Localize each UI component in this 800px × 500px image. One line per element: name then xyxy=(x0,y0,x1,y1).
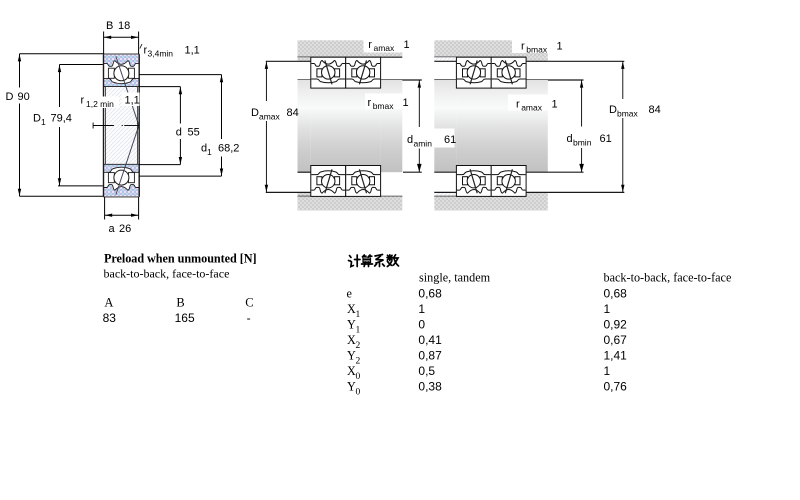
svg-text:1: 1 xyxy=(418,302,425,316)
svg-text:0,76: 0,76 xyxy=(604,380,628,394)
svg-text:84: 84 xyxy=(649,104,661,116)
svg-text:B: B xyxy=(106,20,113,32)
svg-text:0,68: 0,68 xyxy=(604,287,628,301)
svg-text:1,1: 1,1 xyxy=(125,95,140,107)
svg-text:A: A xyxy=(104,295,113,309)
svg-text:1: 1 xyxy=(404,39,410,51)
svg-text:X: X xyxy=(347,333,356,347)
svg-text:C: C xyxy=(245,295,253,309)
svg-text:26: 26 xyxy=(119,223,131,235)
svg-text:X: X xyxy=(347,302,356,316)
svg-text:Y: Y xyxy=(347,380,356,394)
svg-text:r: r xyxy=(144,45,148,57)
svg-text:3,4min: 3,4min xyxy=(148,49,174,59)
svg-text:d: d xyxy=(567,133,573,145)
svg-text:d: d xyxy=(201,143,207,155)
svg-text:0,87: 0,87 xyxy=(418,349,442,363)
svg-text:1: 1 xyxy=(604,302,611,316)
svg-text:1: 1 xyxy=(356,310,361,320)
svg-text:1: 1 xyxy=(557,41,563,53)
svg-text:0,67: 0,67 xyxy=(604,333,628,347)
svg-text:79,4: 79,4 xyxy=(51,113,72,125)
svg-text:68,2: 68,2 xyxy=(218,143,239,155)
svg-text:D: D xyxy=(33,113,41,125)
svg-text:r: r xyxy=(81,95,85,107)
svg-text:1,2 min: 1,2 min xyxy=(86,99,114,109)
svg-text:1: 1 xyxy=(356,326,361,336)
svg-text:0: 0 xyxy=(356,372,361,382)
svg-text:Y: Y xyxy=(347,318,356,332)
svg-text:1: 1 xyxy=(41,117,46,127)
svg-text:r: r xyxy=(368,39,372,51)
svg-text:0,92: 0,92 xyxy=(604,318,628,332)
svg-text:1: 1 xyxy=(403,97,409,109)
svg-text:83: 83 xyxy=(103,311,117,325)
svg-text:18: 18 xyxy=(118,20,130,32)
svg-text:single, tandem: single, tandem xyxy=(419,271,491,285)
svg-text:1: 1 xyxy=(552,99,558,111)
svg-text:r: r xyxy=(368,97,372,109)
svg-text:1: 1 xyxy=(207,147,212,157)
svg-text:bmin: bmin xyxy=(573,138,592,148)
svg-text:D: D xyxy=(6,91,14,103)
svg-text:D: D xyxy=(609,104,617,116)
svg-text:amax: amax xyxy=(374,43,396,53)
svg-text:r: r xyxy=(521,41,525,53)
svg-text:Preload when unmounted [N]: Preload when unmounted [N] xyxy=(104,251,257,265)
svg-text:d: d xyxy=(176,127,182,139)
svg-text:amin: amin xyxy=(414,139,433,149)
svg-text:amax: amax xyxy=(259,112,281,122)
svg-text:2: 2 xyxy=(356,357,361,367)
svg-text:1: 1 xyxy=(604,364,611,378)
svg-text:1,1: 1,1 xyxy=(185,45,200,57)
svg-text:84: 84 xyxy=(287,107,299,119)
svg-text:0,5: 0,5 xyxy=(418,364,435,378)
svg-text:D: D xyxy=(251,107,259,119)
svg-text:bmax: bmax xyxy=(526,45,548,55)
svg-text:B: B xyxy=(176,295,184,309)
svg-text:165: 165 xyxy=(175,311,195,325)
svg-text:amax: amax xyxy=(521,103,543,113)
svg-text:0: 0 xyxy=(356,388,361,398)
svg-text:bmax: bmax xyxy=(617,109,639,119)
svg-text:bmax: bmax xyxy=(373,101,395,111)
svg-text:Y: Y xyxy=(347,349,356,363)
svg-text:0: 0 xyxy=(418,318,425,332)
svg-text:1,41: 1,41 xyxy=(604,349,628,363)
svg-text:back-to-back, face-to-face: back-to-back, face-to-face xyxy=(604,271,732,285)
svg-text:2: 2 xyxy=(356,341,361,351)
svg-text:61: 61 xyxy=(600,133,612,145)
svg-text:0,68: 0,68 xyxy=(418,287,442,301)
svg-text:-: - xyxy=(247,311,251,325)
svg-text:e: e xyxy=(347,287,352,301)
svg-text:61: 61 xyxy=(444,134,456,146)
svg-text:X: X xyxy=(347,364,356,378)
svg-text:0,38: 0,38 xyxy=(418,380,442,394)
svg-text:a: a xyxy=(109,223,116,235)
svg-text:90: 90 xyxy=(18,91,30,103)
svg-text:back-to-back, face-to-face: back-to-back, face-to-face xyxy=(104,266,230,280)
svg-text:0,41: 0,41 xyxy=(418,333,442,347)
svg-text:55: 55 xyxy=(188,127,200,139)
svg-text:r: r xyxy=(516,99,520,111)
svg-text:d: d xyxy=(407,134,413,146)
